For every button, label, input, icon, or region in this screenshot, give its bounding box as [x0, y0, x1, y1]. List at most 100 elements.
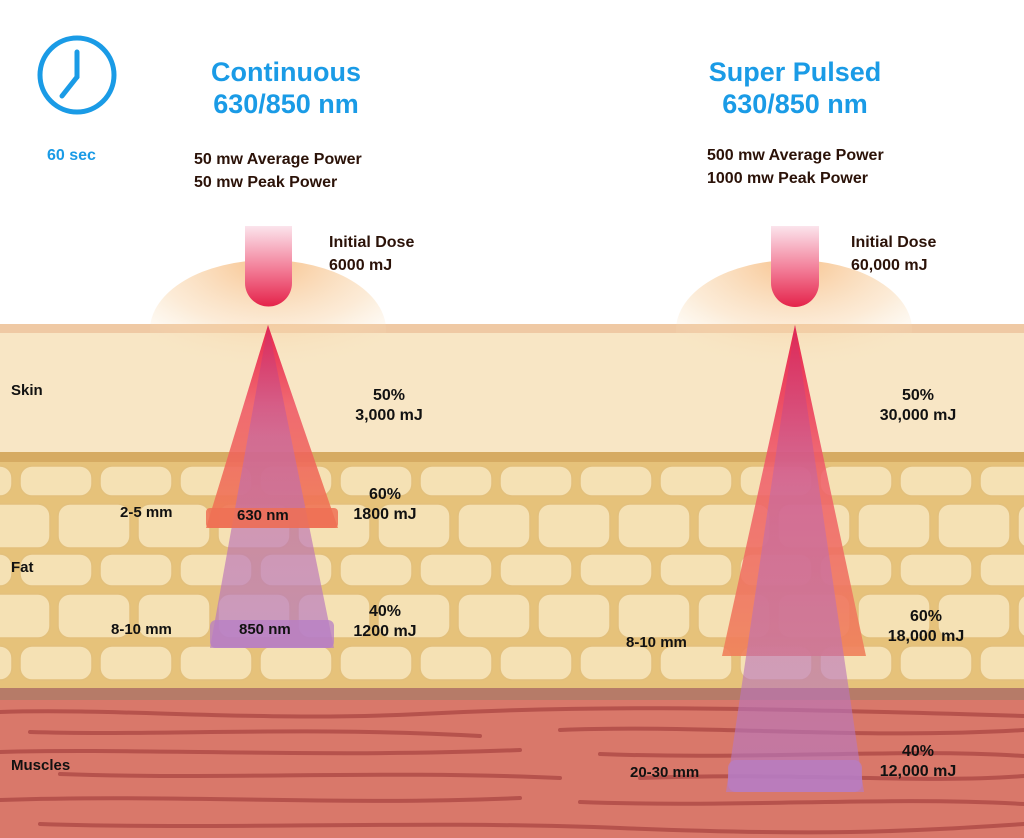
continuous-beam-850 — [210, 325, 334, 648]
super-pulsed-depth-fat: 8-10 mm — [626, 634, 687, 651]
fat-cell — [57, 593, 131, 639]
fat-cell — [457, 593, 531, 639]
layer-label-skin: Skin — [11, 382, 43, 399]
continuous-fat-lower-dose: 40% 1200 mJ — [340, 602, 430, 642]
fat-cell — [99, 553, 173, 587]
super-pulsed-dose-value: 60,000 mJ — [851, 257, 928, 274]
fat-cell — [259, 645, 333, 681]
fat-cell — [617, 593, 691, 639]
fat-cell — [659, 553, 733, 587]
fat-cell — [457, 503, 531, 549]
fat-cell — [499, 553, 573, 587]
fat-cell — [19, 465, 93, 497]
muscle-border — [0, 688, 1024, 700]
fat-cell — [19, 553, 93, 587]
fat-cell — [899, 645, 973, 681]
continuous-skin-dose: 50% 3,000 mJ — [344, 386, 434, 426]
continuous-fat-upper-pct: 60% — [368, 486, 402, 503]
fat-cell — [579, 645, 653, 681]
super-pulsed-title-line1: Super Pulsed — [708, 57, 882, 87]
continuous-title-line2: 630/850 nm — [213, 89, 359, 120]
fat-cell — [857, 593, 931, 639]
fat-cell — [0, 645, 13, 681]
timer-label: 60 sec — [47, 147, 96, 164]
fat-cell — [339, 645, 413, 681]
super-pulsed-skin-pct: 50% — [901, 387, 935, 404]
fat-cell — [499, 465, 573, 497]
super-pulsed-muscle-dose: 40% 12,000 mJ — [868, 742, 968, 782]
continuous-title-line1: Continuous — [211, 57, 361, 87]
continuous-depth-lower: 8-10 mm — [111, 621, 172, 638]
fat-cell — [377, 593, 451, 639]
clock-icon — [36, 34, 118, 116]
fat-cell — [339, 465, 413, 497]
fat-cell — [899, 465, 973, 497]
super-pulsed-beam-850 — [726, 325, 864, 792]
super-pulsed-skin-dose: 50% 30,000 mJ — [868, 386, 968, 426]
super-pulsed-muscle-value: 12,000 mJ — [879, 763, 957, 780]
fat-cell — [617, 503, 691, 549]
fat-cell — [1017, 594, 1024, 638]
super-pulsed-title-line2: 630/850 nm — [722, 89, 868, 120]
continuous-fat-upper-value: 1800 mJ — [353, 506, 417, 523]
fat-cell — [937, 593, 1011, 639]
layer-label-fat: Fat — [11, 559, 34, 576]
super-pulsed-skin-value: 30,000 mJ — [879, 407, 957, 424]
continuous-skin-value: 3,000 mJ — [355, 407, 423, 424]
fat-cell — [179, 645, 253, 681]
super-pulsed-title: Super Pulsed 630/850 nm — [670, 56, 920, 121]
fat-cell — [419, 645, 493, 681]
fat-cell — [659, 645, 733, 681]
fat-cell — [579, 465, 653, 497]
continuous-fat-lower-pct: 40% — [368, 603, 402, 620]
fat-cell — [937, 503, 1011, 549]
fat-cell — [979, 645, 1024, 681]
fat-cell — [579, 553, 653, 587]
fat-cell — [979, 465, 1024, 497]
fat-cell — [857, 503, 931, 549]
continuous-beam-630-base — [206, 508, 338, 528]
continuous-dose-title: Initial Dose — [329, 234, 415, 251]
super-pulsed-depth-muscle: 20-30 mm — [630, 764, 700, 781]
fat-cell — [99, 465, 173, 497]
continuous-fat-lower-value: 1200 mJ — [353, 623, 417, 640]
layer-label-muscles: Muscles — [11, 757, 71, 774]
fat-cell — [0, 593, 51, 639]
fat-cell — [0, 553, 13, 587]
continuous-probe — [245, 226, 292, 307]
fat-cell — [0, 465, 13, 497]
fat-cell — [339, 553, 413, 587]
continuous-depth-upper: 2-5 mm — [120, 504, 173, 521]
super-pulsed-beam-850-base — [728, 760, 862, 792]
super-pulsed-muscle-pct: 40% — [901, 743, 935, 760]
fat-cell — [899, 553, 973, 587]
fat-cell — [499, 645, 573, 681]
continuous-skin-pct: 50% — [372, 387, 406, 404]
continuous-title: Continuous 630/850 nm — [168, 56, 404, 121]
fat-cell — [537, 593, 611, 639]
continuous-wave-630: 630 nm — [237, 507, 289, 524]
fat-cell — [537, 503, 611, 549]
fat-cell — [419, 465, 493, 497]
skin-surface-line — [0, 324, 1024, 333]
fat-cell — [1017, 504, 1024, 548]
continuous-dose-value: 6000 mJ — [329, 257, 393, 274]
fat-cell — [377, 503, 451, 549]
super-pulsed-fat-pct: 60% — [909, 608, 943, 625]
fat-cell — [419, 553, 493, 587]
super-pulsed-peak-power: 1000 mw Peak Power — [707, 170, 868, 187]
continuous-wave-850: 850 nm — [239, 621, 291, 638]
super-pulsed-fat-value: 18,000 mJ — [887, 628, 965, 645]
fat-cell — [137, 593, 211, 639]
fat-cell — [819, 465, 893, 497]
fat-cell — [659, 465, 733, 497]
continuous-beam-850-base — [210, 620, 334, 648]
fat-cell — [19, 645, 93, 681]
fat-cell — [99, 645, 173, 681]
fat-cell — [57, 503, 131, 549]
continuous-peak-power: 50 mw Peak Power — [194, 174, 338, 191]
fat-cell — [979, 553, 1024, 587]
super-pulsed-avg-power: 500 mw Average Power — [707, 147, 884, 164]
continuous-avg-power: 50 mw Average Power — [194, 151, 362, 168]
